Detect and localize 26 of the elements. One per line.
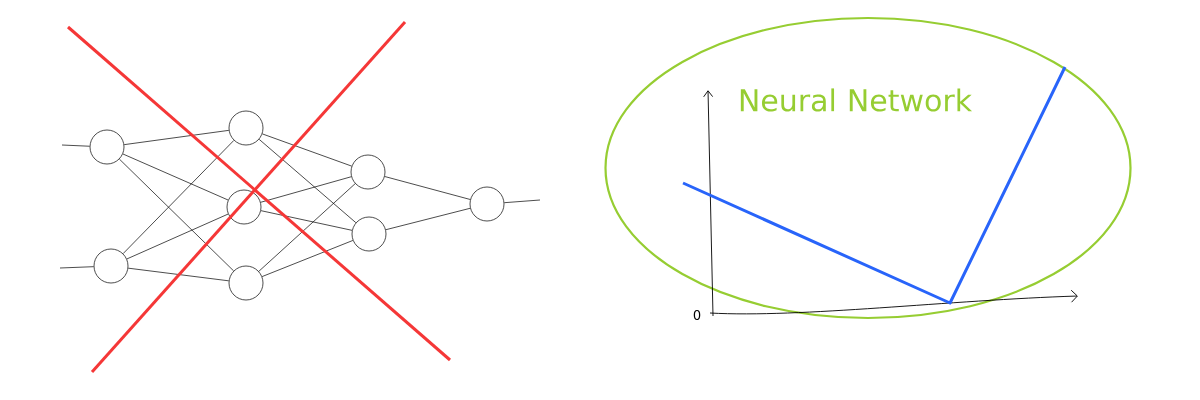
connection-line — [260, 210, 353, 231]
neuron-circle — [228, 265, 264, 301]
connection-line — [119, 158, 234, 272]
neuron-circle — [89, 129, 125, 165]
neuron-circle — [469, 186, 505, 222]
connection-line — [261, 133, 353, 167]
connection-line — [384, 176, 471, 200]
connection-line — [61, 144, 90, 147]
neuron-circle — [351, 216, 387, 252]
neuron-circle — [93, 248, 129, 284]
neuron-circle — [350, 154, 386, 190]
neuron-circle — [228, 110, 264, 146]
connection-line — [260, 176, 352, 203]
connection-line — [122, 140, 235, 254]
connection-line — [59, 266, 94, 269]
connection-line — [261, 240, 354, 277]
connection-line — [122, 153, 229, 201]
origin-label: 0 — [693, 310, 701, 320]
connection-line — [127, 267, 230, 282]
connection-line — [503, 199, 541, 204]
connection-line — [126, 213, 229, 260]
connection-line — [258, 183, 356, 272]
connection-line — [258, 139, 357, 224]
connection-line — [123, 130, 230, 145]
connection-line — [385, 207, 471, 231]
neuron-circle — [226, 189, 262, 225]
